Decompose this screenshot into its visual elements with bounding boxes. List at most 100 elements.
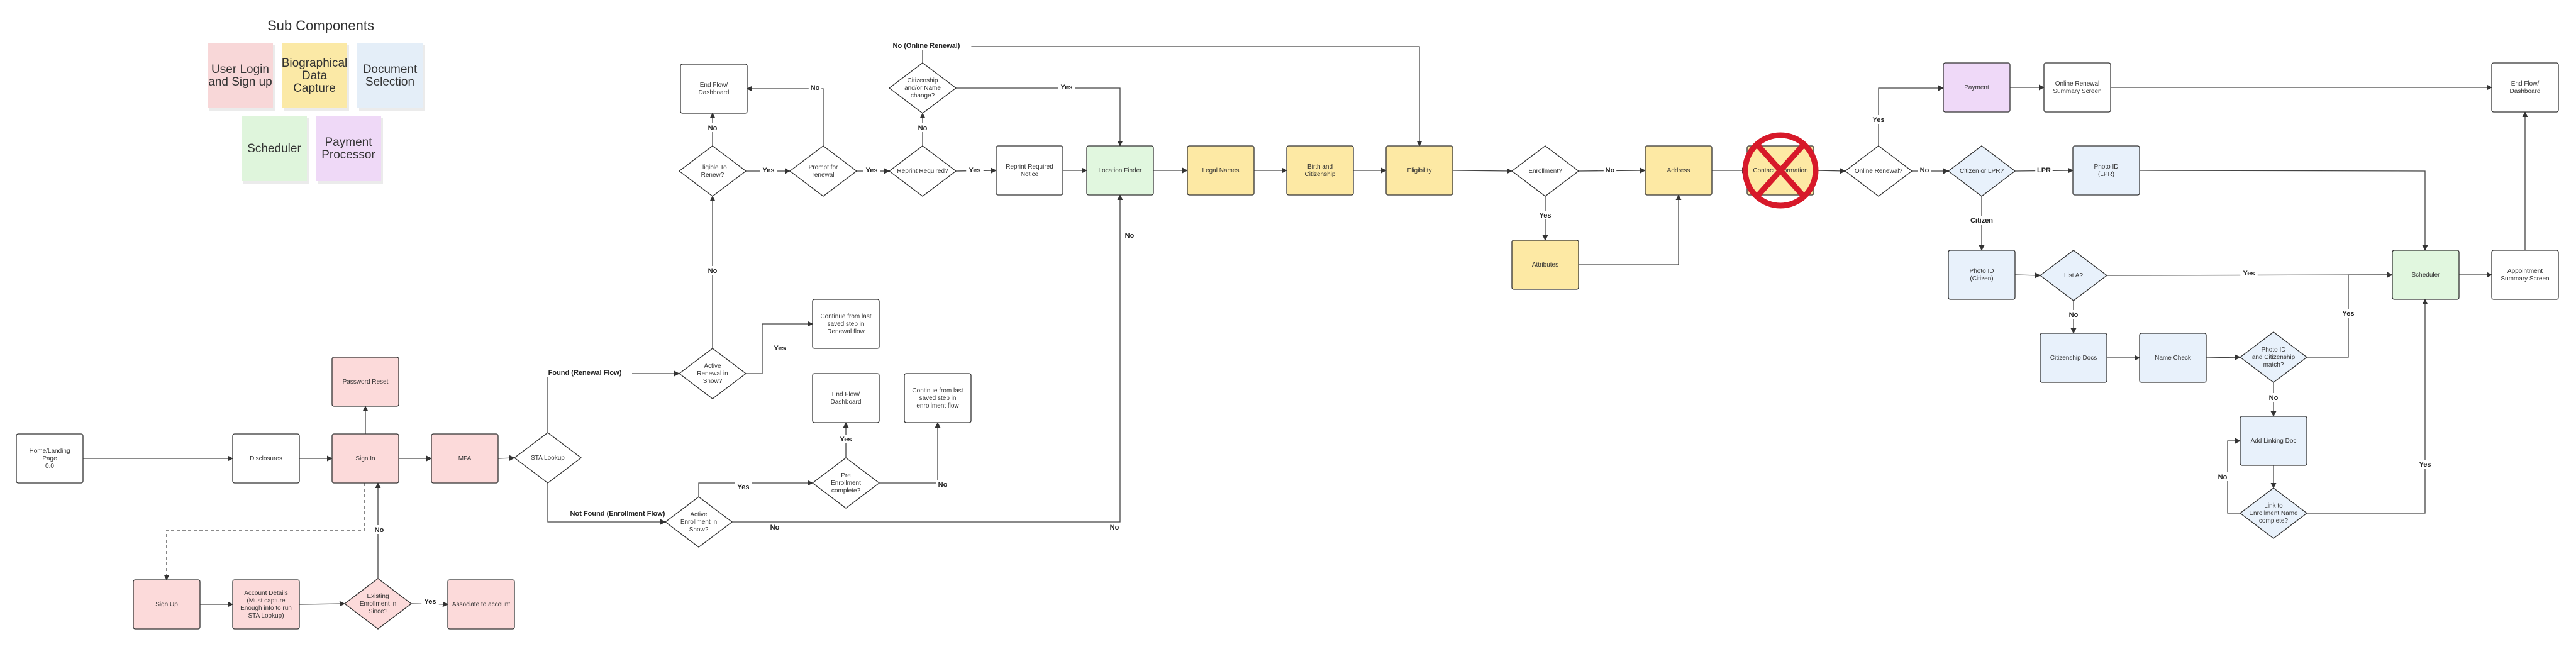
node-location-finder: Location Finder [1086, 145, 1154, 196]
node-citizen-lpr: Citizen or LPR? [1947, 145, 2016, 197]
edge-label-bg [936, 480, 950, 489]
edge-label-bg [706, 266, 719, 275]
node-label: End Flow/Dashboard [2510, 80, 2541, 95]
node-list-a: List A? [2039, 250, 2108, 301]
flow-connector [746, 321, 813, 374]
edge-label: Yes [774, 345, 786, 352]
edge-label: No [708, 125, 718, 132]
edge-label-bg [2416, 460, 2434, 469]
node-label: Disclosures [250, 455, 282, 462]
edge-label: Yes [1873, 116, 1885, 124]
node-end-flow-1: End Flow/Dashboard [680, 64, 748, 114]
flow-connector [2206, 354, 2241, 360]
node-label: Add Linking Doc [2251, 438, 2297, 445]
flow-connector [1452, 168, 1513, 174]
node-label: Eligibility [1407, 167, 1432, 174]
edge-label-bg [2340, 309, 2357, 318]
node-signup: Sign Up [133, 579, 201, 630]
edge-label: No [1920, 167, 1929, 174]
edge-label-bg [2035, 165, 2053, 174]
flow-connector [1579, 194, 1682, 265]
edge-label: No [811, 84, 820, 92]
node-label: Address [1667, 167, 1690, 174]
node-label: Enrollment? [1528, 168, 1562, 175]
edge-label: Yes [2343, 310, 2355, 318]
node-legal-names: Legal Names [1187, 145, 1255, 196]
node-label: Legal Names [1202, 167, 1240, 174]
flow-connector [747, 86, 824, 146]
flow-connector [2139, 170, 2428, 251]
node-citizenship-docs: Citizenship Docs [2040, 333, 2107, 383]
edge-label-bg [372, 525, 386, 534]
edge-label: LPR [2037, 167, 2051, 174]
edge-label-bg [554, 509, 681, 518]
edge-label: No [1606, 167, 1615, 174]
legend-note-scheduler: Scheduler [242, 116, 309, 184]
edge-label-bg [808, 83, 822, 92]
edge-label: No [2069, 311, 2079, 319]
node-label: Reprint Required? [897, 168, 948, 175]
edge-label-bg [421, 597, 439, 606]
edge-label-bg [916, 123, 930, 132]
node-mfa: MFA [431, 433, 499, 484]
edge-label: Yes [763, 167, 775, 174]
edge-label: No [2269, 394, 2279, 402]
edge-label-bg [768, 523, 782, 531]
edge-label-bg [863, 165, 880, 174]
node-name-check: Name Check [2139, 333, 2207, 383]
node-label: Location Finder [1099, 167, 1143, 174]
edge-label: No [918, 125, 928, 132]
edge-label-bg [2240, 269, 2258, 277]
edge-label: No [375, 526, 384, 534]
node-sta-lookup: STA Lookup [513, 432, 582, 484]
node-label: End Flow/Dashboard [699, 82, 730, 96]
node-label: Associate to account [452, 601, 510, 608]
node-label: Online Renewal? [1855, 168, 1903, 175]
edge-label: Yes [866, 167, 878, 174]
edge-label: Yes [425, 598, 436, 606]
node-end-flow-3: End Flow/Dashboard [2491, 62, 2559, 113]
legend-note-label: Scheduler [247, 142, 301, 155]
node-online-renewal-q: Online Renewal? [1844, 145, 1913, 197]
node-reprint-required: Reprint Required? [888, 145, 957, 197]
flow-connector [2307, 299, 2428, 514]
flow-connector [164, 483, 365, 580]
node-scheduler: Scheduler [2392, 250, 2460, 300]
flow-connector [1813, 168, 1846, 174]
edge-label-bg [2067, 310, 2080, 319]
edge-label-bg [735, 482, 752, 491]
node-end-flow-2: End Flow/Dashboard [812, 373, 880, 423]
edge-label: No [770, 524, 780, 531]
node-label: Scheduler [2411, 272, 2440, 279]
edge-label-bg [1918, 165, 1931, 174]
edge-label-bg [760, 165, 777, 174]
node-label: Citizenship Docs [2050, 355, 2097, 362]
